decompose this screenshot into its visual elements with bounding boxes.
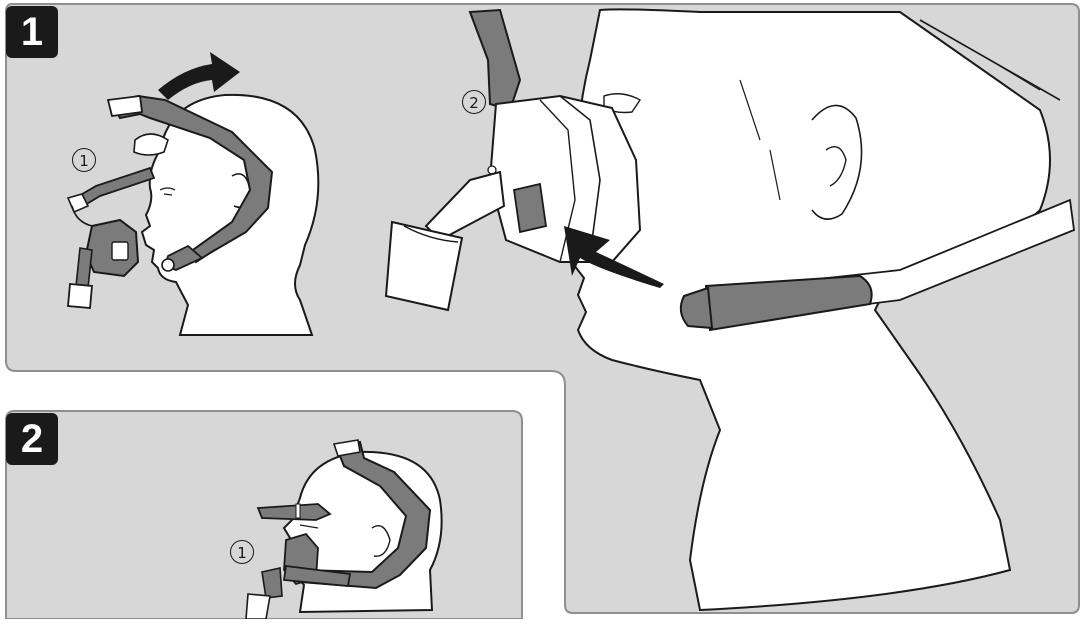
step-2-badge: 2 [6,413,58,465]
step2-callout-1: 1 [230,540,254,564]
step1-callout-1: 1 [72,148,96,172]
step1-callout-2: 2 [462,90,486,114]
step-1-badge: 1 [6,6,58,58]
